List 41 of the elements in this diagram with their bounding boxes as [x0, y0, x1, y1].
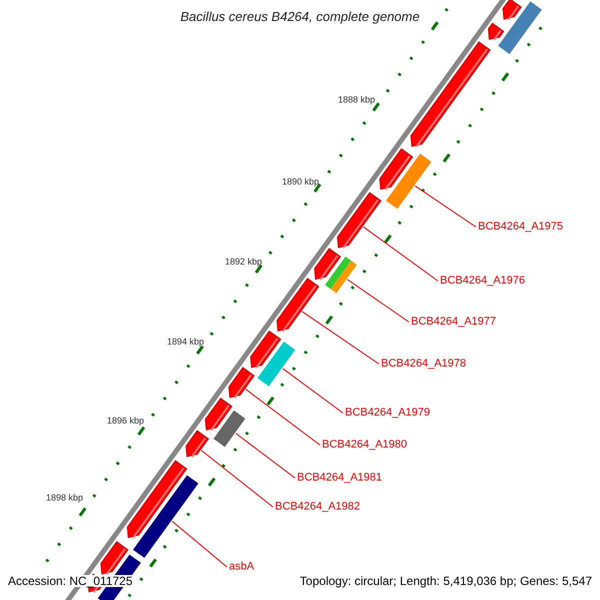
gene-feature: [186, 430, 210, 458]
scale-label: 1888 kbp: [338, 96, 376, 104]
gene-feature: [488, 22, 504, 41]
leader-line: [362, 226, 438, 282]
gene-block: [258, 342, 296, 386]
leader-line: [245, 388, 320, 446]
leader-line: [414, 185, 476, 228]
gene-block: [133, 475, 198, 558]
gene-label: BCB4264_A1977: [411, 316, 496, 328]
leader-line: [346, 278, 410, 322]
leader-line: [200, 450, 274, 508]
scale-label: 1896 kbp: [107, 416, 144, 426]
gene-label: BCB4264_A1980: [322, 440, 408, 450]
gene-label: BCB4264_A1976: [440, 276, 526, 286]
gene-block: [214, 410, 246, 447]
gene-feature: [379, 148, 414, 191]
gene-label: BCB4264_A1975: [478, 222, 564, 232]
gene-block: [325, 256, 357, 294]
genome-info-text: Topology: circular; Length: 5,419,036 bp; Genes: 5,547: [300, 575, 592, 587]
gene-feature: [410, 41, 491, 148]
scale-label: 1898 kbp: [46, 494, 84, 502]
gene-block: [386, 154, 432, 209]
gene-label: asbA: [229, 562, 254, 572]
scale-label: 1890 kbp: [282, 178, 320, 186]
leader-line: [302, 310, 380, 364]
gene-label: BCB4264_A1981: [297, 472, 382, 484]
gene-feature: [502, 0, 522, 20]
gene-label: BCB4264_A1979: [345, 408, 430, 418]
leader-line: [282, 368, 344, 414]
gene-label: BCB4264_A1978: [381, 358, 466, 370]
scale-label: 1894 kbp: [167, 338, 204, 346]
leader-line: [172, 520, 228, 568]
gene-block: [498, 1, 542, 54]
gene-feature: [276, 278, 320, 332]
scale-label: 1892 kbp: [225, 258, 262, 266]
gene-feature: [228, 366, 255, 399]
diagram-title: Bacillus cereus B4264, complete genome: [179, 10, 421, 23]
gene-label: BCB4264_A1982: [275, 502, 360, 512]
gene-feature: [336, 192, 382, 249]
gene-feature: [314, 248, 342, 280]
leader-line: [235, 432, 296, 478]
